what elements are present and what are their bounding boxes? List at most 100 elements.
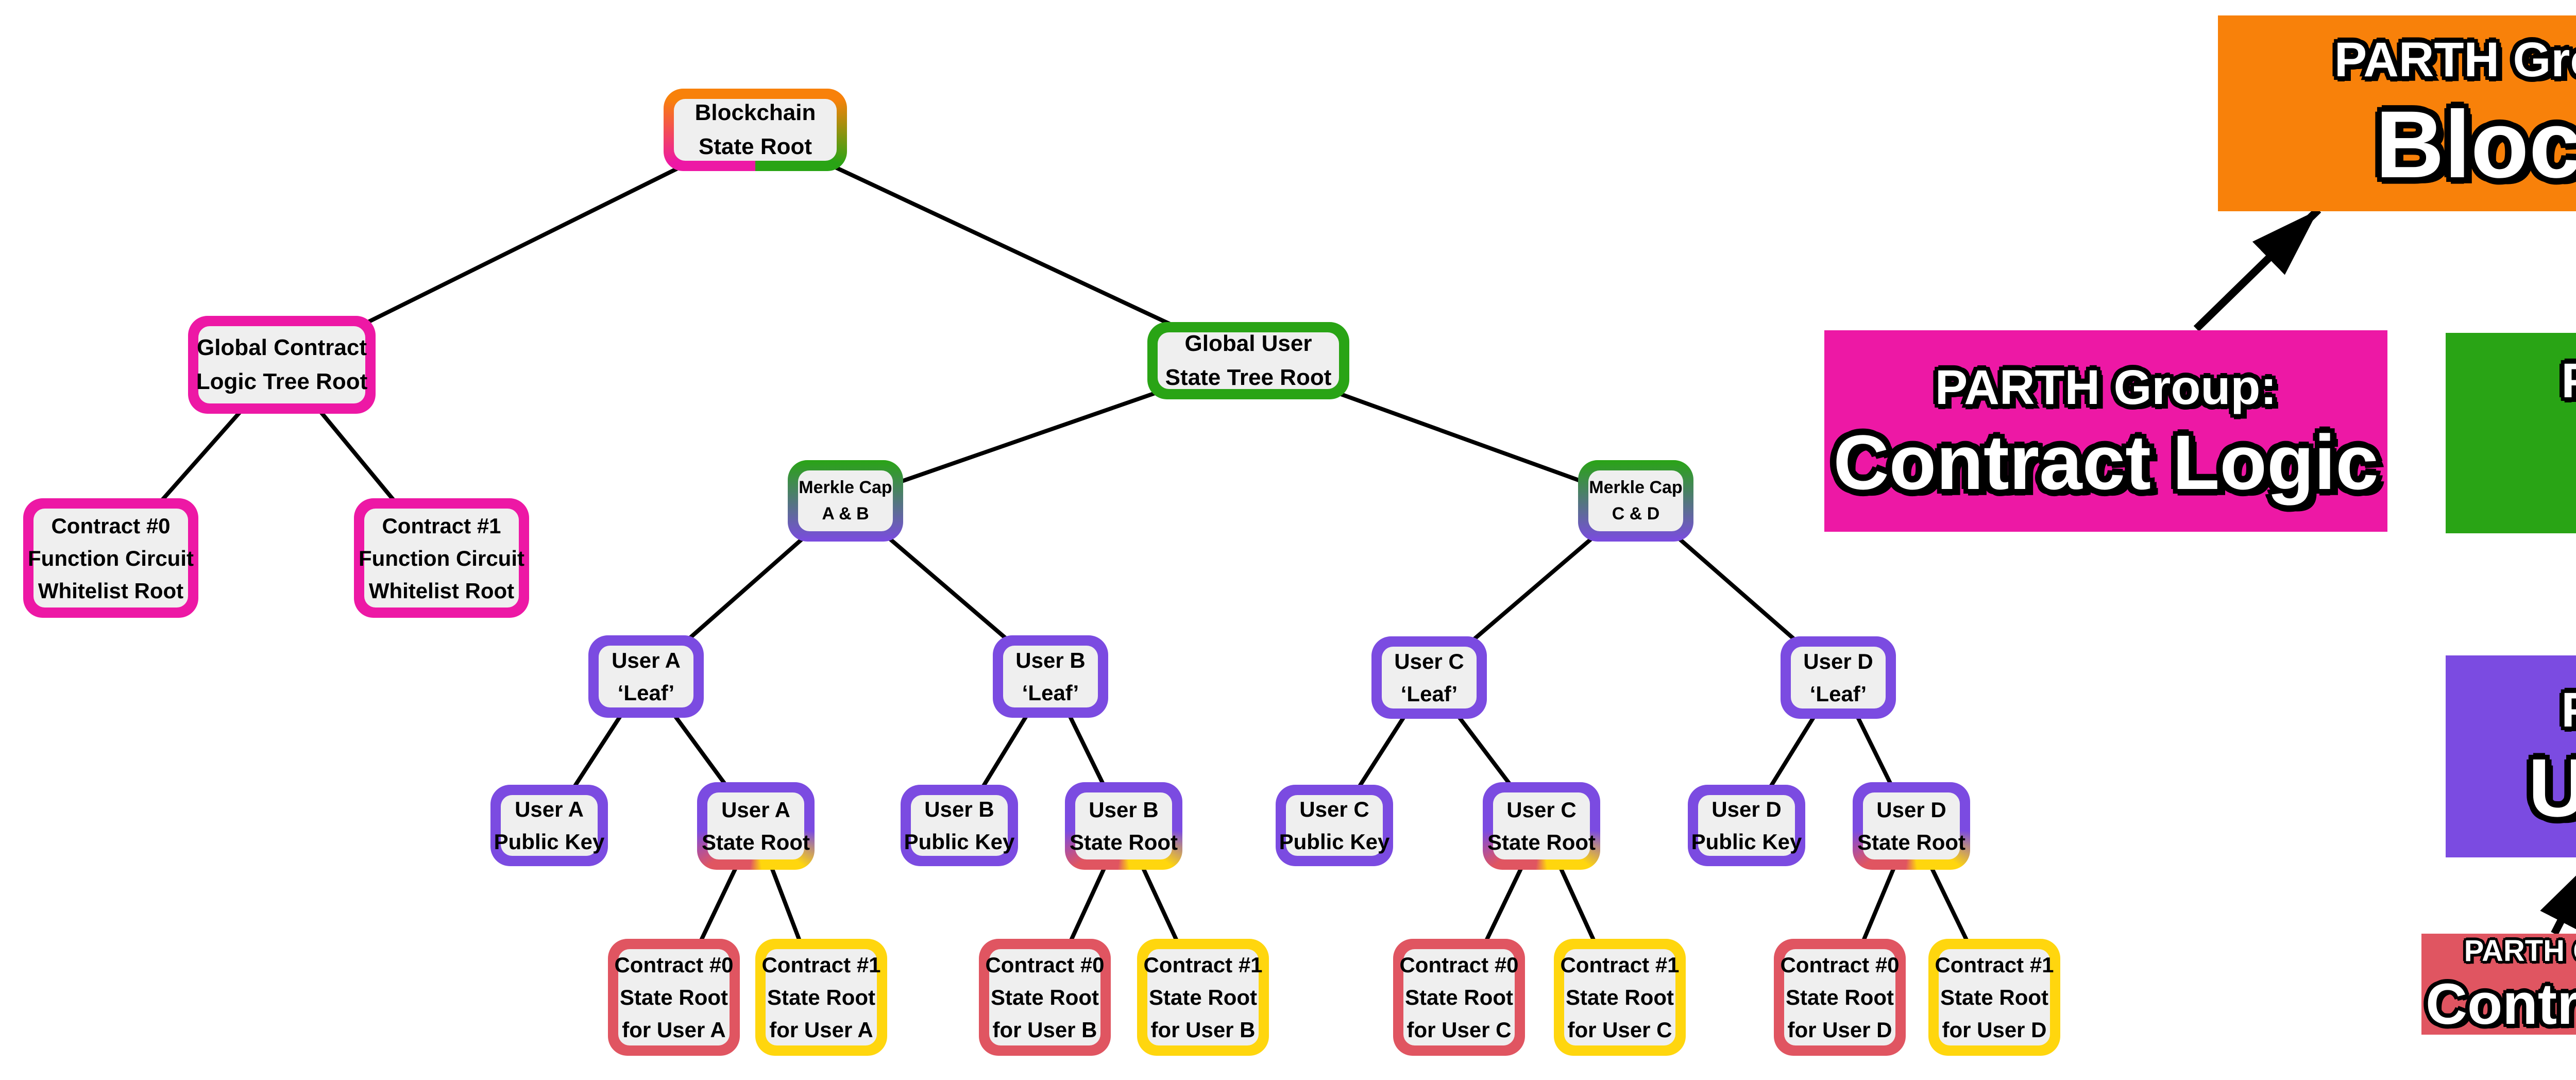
tree-node-label-line: State Root — [1857, 830, 1965, 854]
parth-group-title: User State — [2528, 741, 2576, 834]
tree-node-label-line: Logic Tree Root — [196, 369, 368, 394]
tree-node-ubleaf: User B ‘Leaf’ — [993, 635, 1108, 718]
group-arrow-contract-0-to-user-state — [2540, 859, 2576, 936]
tree-node-label-line: State Root — [991, 985, 1099, 1009]
tree-node-label-line: User D — [1876, 798, 1946, 822]
tree-node-body: User A‘Leaf’ — [599, 646, 693, 707]
tree-node-label-line: ‘Leaf’ — [1400, 682, 1458, 706]
tree-node-body: Contract #1 State Root for User B — [1143, 949, 1263, 1045]
group-arrow-contract-logic-to-block — [2193, 207, 2321, 332]
parth-group-kicker: PARTH Group: — [2334, 32, 2576, 87]
tree-node-label-line: State Root — [699, 134, 812, 159]
tree-node-label-line: Contract #1 — [1935, 953, 2054, 977]
tree-node-label-line: ‘Leaf’ — [1022, 681, 1079, 705]
tree-node-label-line: for User B — [992, 1018, 1097, 1042]
tree-node-ualeaf: User A‘Leaf’ — [588, 635, 704, 718]
tree-node-label-line: State Root — [1566, 985, 1674, 1009]
parth-group-kicker: PARTH Group: — [2561, 680, 2576, 741]
tree-node-label-line: Contract #0 — [1399, 953, 1519, 977]
tree-node-body: Contract #1 State Root for User C — [1560, 949, 1680, 1045]
tree-node-label-line: Merkle Cap — [1589, 478, 1683, 497]
tree-node-label-line: Contract #1 — [382, 513, 501, 538]
parth-group-users: PARTH Group:Users — [2446, 333, 2576, 533]
tree-node-body: Merkle Cap C & D — [1588, 470, 1683, 531]
tree-node-label-line: Global User — [1184, 331, 1312, 356]
tree-node-ucleaf: User C‘Leaf’ — [1371, 636, 1487, 719]
tree-node-label-line: A & B — [822, 504, 869, 524]
tree-node-label-line: for User C — [1406, 1018, 1512, 1042]
tree-node-label-line: Contract #0 — [51, 513, 171, 538]
tree-node-c1ub: Contract #1 State Root for User B — [1137, 939, 1269, 1056]
tree-node-body: User B ‘Leaf’ — [1003, 646, 1098, 707]
tree-node-label-line: for User C — [1567, 1018, 1672, 1042]
tree-node-label-line: User A — [721, 798, 790, 822]
tree-node-label-line: Contract #0 — [985, 953, 1105, 977]
tree-node-label-line: User B — [1015, 648, 1086, 672]
tree-node-label-line: Public Key — [904, 830, 1015, 854]
tree-node-body: User B State Root — [1070, 792, 1178, 859]
tree-node-label-line: User B — [924, 797, 994, 821]
tree-node-body: Contract #0 State Root for User D — [1780, 949, 1900, 1045]
tree-node-label-line: C & D — [1612, 504, 1660, 524]
tree-node-label-line: Contract #1 — [1143, 953, 1263, 977]
tree-node-label-line: Blockchain — [694, 100, 816, 125]
tree-node-label-line: for User D — [1787, 1018, 1892, 1042]
tree-node-c0ud: Contract #0 State Root for User D — [1774, 939, 1906, 1056]
tree-node-label-line: User D — [1711, 797, 1782, 821]
tree-node-label-line: Contract #0 — [1780, 953, 1900, 977]
tree-node-label-line: Global Contract — [196, 335, 367, 360]
tree-node-label-line: Contract #1 — [761, 953, 881, 977]
tree-node-c1uc: Contract #1 State Root for User C — [1554, 939, 1686, 1056]
tree-node-c0ub: Contract #0 State Root for User B — [979, 939, 1111, 1056]
tree-node-body: User D‘Leaf’ — [1791, 647, 1886, 708]
tree-node-ubpk: User B Public Key — [901, 785, 1018, 866]
tree-node-label-line: State Root — [1786, 985, 1894, 1009]
parth-group-kicker: PARTH Group: — [1935, 360, 2277, 415]
tree-node-label-line: Whitelist Root — [38, 578, 184, 603]
tree-node-label-line: for User A — [622, 1018, 726, 1042]
tree-node-body: User D State Root — [1857, 792, 1965, 859]
parth-group-user-state: PARTH Group:User State — [2446, 655, 2576, 857]
parth-group-kicker: PARTH Group: — [2561, 350, 2576, 412]
tree-node-body: Contract #0 State Root for User B — [985, 949, 1105, 1045]
parth-group-title: Contract Logic — [1833, 419, 2379, 506]
tree-node-label-line: State Root — [1070, 830, 1178, 854]
tree-node-label-line: User B — [1089, 798, 1159, 822]
tree-node-mccd: Merkle Cap C & D — [1578, 460, 1693, 542]
tree-node-label-line: Public Key — [1279, 830, 1390, 854]
tree-node-label-line: ‘Leaf’ — [617, 681, 675, 705]
tree-node-label-line: State Root — [767, 985, 875, 1009]
parth-group-title: Contract 0 — [2426, 971, 2576, 1036]
tree-node-label-line: State Root — [1149, 985, 1257, 1009]
parth-group-title: Block — [2375, 91, 2576, 198]
tree-node-label-line: for User B — [1150, 1018, 1256, 1042]
tree-node-label-line: State Root — [1487, 830, 1596, 854]
parth-group-contract-0: PARTH Group:Contract 0 — [2421, 934, 2576, 1036]
tree-node-label-line: Whitelist Root — [368, 578, 515, 603]
tree-node-ubsr: User B State Root — [1065, 782, 1182, 870]
tree-node-label-line: ‘Leaf’ — [1809, 682, 1867, 706]
tree-node-label-line: Contract #1 — [1560, 953, 1680, 977]
tree-node-label-line: Contract #0 — [614, 953, 734, 977]
tree-node-udsr: User D State Root — [1853, 782, 1970, 870]
parth-group-block: PARTH Group:Block — [2218, 15, 2576, 211]
